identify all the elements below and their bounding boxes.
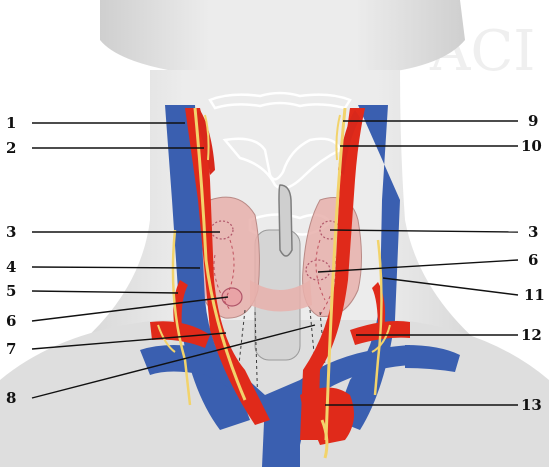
label-12: 12 — [521, 327, 542, 343]
label-13: 13 — [521, 397, 542, 413]
label-2: 2 — [6, 140, 16, 156]
label-8: 8 — [6, 390, 16, 406]
label-6-left: 6 — [6, 313, 16, 329]
label-1: 1 — [6, 115, 16, 131]
leader-line-4 — [32, 267, 200, 268]
label-3-left: 3 — [6, 224, 16, 240]
label-7: 7 — [6, 341, 16, 357]
label-11: 11 — [524, 287, 545, 303]
label-3-right: 3 — [528, 224, 538, 240]
label-5: 5 — [6, 283, 16, 299]
label-9: 9 — [528, 113, 538, 129]
label-10: 10 — [521, 138, 542, 154]
larynx-tube — [279, 185, 292, 256]
label-4: 4 — [6, 259, 16, 275]
superior-vena-cava — [262, 395, 300, 467]
label-6-right: 6 — [528, 252, 538, 268]
